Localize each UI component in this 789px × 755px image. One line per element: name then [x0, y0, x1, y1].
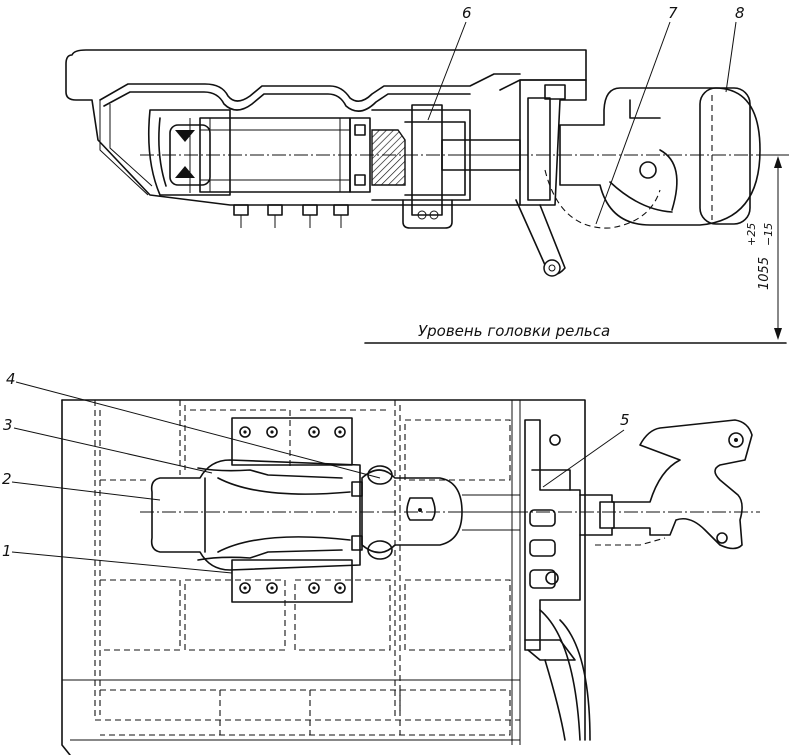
- callout-1: 1: [2, 542, 233, 574]
- callout-4-label: 4: [6, 370, 16, 388]
- callout-1-label: 1: [2, 542, 12, 560]
- callout-6-label: 6: [462, 4, 472, 22]
- plate-bolts-bottom: [239, 582, 346, 594]
- callout-4: 4: [6, 370, 381, 479]
- callout-8: 8: [725, 4, 745, 93]
- plate-bolts-top: [239, 426, 346, 438]
- callout-3-label: 3: [3, 416, 13, 434]
- callout-5: 5: [542, 411, 630, 488]
- tolerance-upper: +25: [745, 223, 758, 246]
- callout-2-label: 2: [2, 470, 12, 488]
- callout-5-label: 5: [620, 411, 630, 429]
- rail-level-label: Уровень головки рельса: [418, 322, 610, 340]
- side-view: [65, 49, 789, 277]
- height-value: 1055: [757, 257, 772, 290]
- tolerance-lower: −15: [762, 223, 775, 246]
- bolt-row: [233, 204, 349, 228]
- rail-level: Уровень головки рельса: [364, 322, 787, 344]
- callout-6: 6: [427, 4, 472, 121]
- callout-3: 3: [3, 416, 213, 474]
- height-dimension: 1055 +25 −15: [745, 154, 786, 340]
- callout-7: 7: [595, 4, 678, 225]
- callout-7-label: 7: [668, 4, 678, 22]
- plan-view: [61, 399, 760, 755]
- callout-8-label: 8: [735, 4, 745, 22]
- callout-2: 2: [2, 470, 161, 501]
